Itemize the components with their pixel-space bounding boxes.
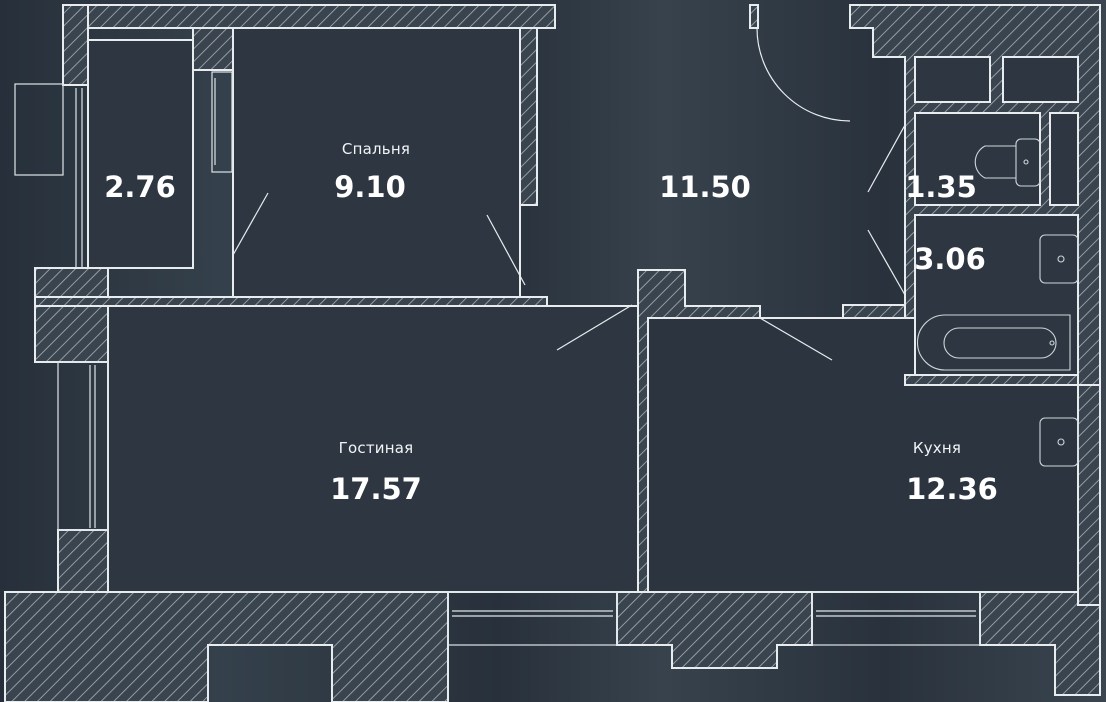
room-living [107,305,639,593]
room-bathroom [914,214,1079,376]
bathtub-icon [916,314,1071,371]
bathroom-sink-icon [1039,234,1079,284]
room-area-wc: 1.35 [905,170,977,204]
door-entrance-arc [756,27,851,122]
room-area-bedroom: 9.10 [334,170,406,204]
room-bedroom [232,27,521,298]
room-wc [914,112,1041,206]
door-living [556,304,633,351]
room-name-kitchen: Кухня [912,439,962,457]
toilet-icon [974,138,1041,187]
room-area-balcony: 2.76 [104,170,176,204]
room-area-hallway: 11.50 [659,170,751,204]
room-area-kitchen: 12.36 [906,472,998,506]
shelf-left [914,56,991,103]
room-area-bathroom: 3.06 [914,242,986,276]
shaft [1049,112,1079,206]
windows [14,71,981,646]
room-area-living: 17.57 [330,472,422,506]
room-name-bedroom: Спальня [341,140,411,158]
doors [232,27,906,361]
shelf-right [1002,56,1079,103]
door-bedroom [486,214,526,286]
kitchen-sink-icon [1039,417,1079,467]
fixtures [916,138,1079,467]
door-wc [867,124,906,193]
door-bath [867,229,906,296]
door-balcony [232,192,269,256]
rooms [87,27,1079,593]
kitchen-bath-wall [904,374,1079,386]
room-balcony-upper [87,39,194,269]
room-name-living: Гостиная [338,439,414,457]
door-kitchen [759,317,833,361]
